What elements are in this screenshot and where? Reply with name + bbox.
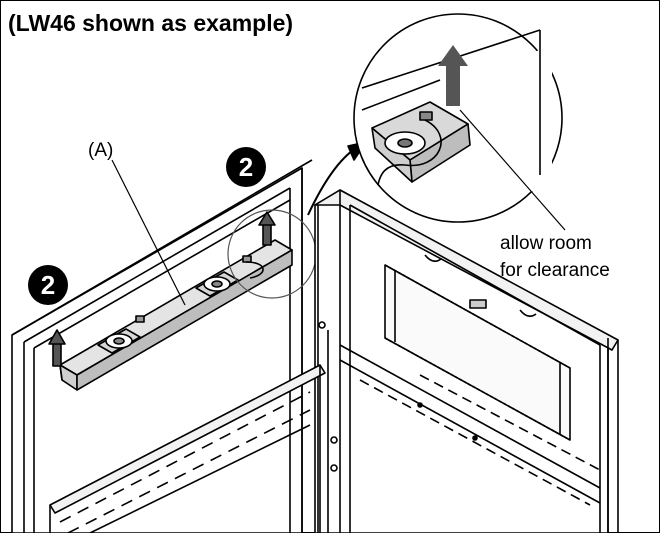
- lift-arrow-detail: [438, 45, 468, 106]
- rail-assembly: [49, 364, 326, 533]
- lift-arrow-right: [258, 211, 276, 246]
- fan-left: [97, 328, 141, 354]
- step-badge: 2: [28, 265, 68, 305]
- step-badge: 2: [226, 147, 266, 187]
- clearance-callout: allow room for clearance: [500, 230, 610, 284]
- fan-tray: [59, 239, 293, 391]
- back-panel: [11, 159, 313, 533]
- front-door: [314, 189, 619, 533]
- fan-right: [195, 271, 239, 297]
- leader-line-a: [111, 159, 186, 306]
- lift-arrow-left: [48, 329, 66, 367]
- callout-line-2: for clearance: [500, 260, 610, 281]
- detail-magnifier: [353, 13, 563, 223]
- leader-line-clearance: [459, 109, 566, 231]
- callout-line-1: allow room: [500, 233, 592, 254]
- figure-title: (LW46 shown as example): [8, 10, 294, 36]
- part-label-a: (A): [88, 140, 114, 161]
